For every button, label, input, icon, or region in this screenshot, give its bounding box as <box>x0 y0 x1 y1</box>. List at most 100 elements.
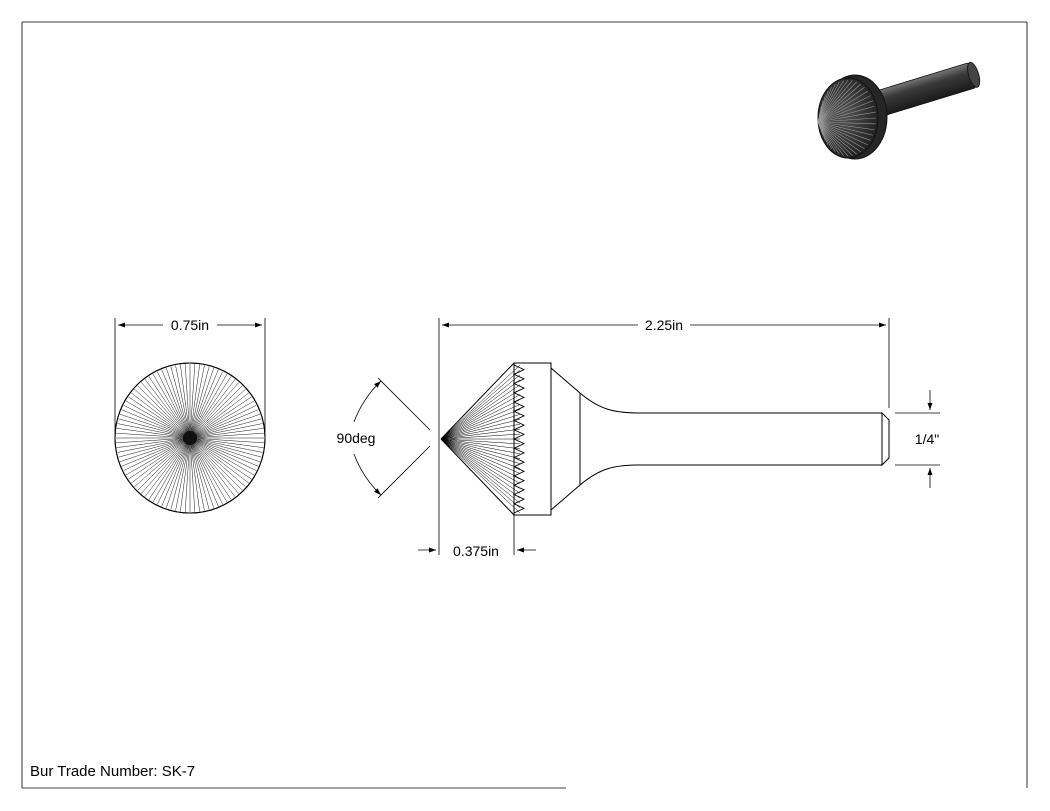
trade-number-title: Bur Trade Number: SK-7 <box>30 763 195 780</box>
head-length-label: 0.375in <box>453 543 499 559</box>
flute-line <box>440 409 521 440</box>
end-diameter-label: 0.75in <box>171 317 209 333</box>
flute-line <box>440 438 521 469</box>
flute-line <box>180 440 190 512</box>
flute-line <box>817 121 822 130</box>
flute-line <box>116 437 188 444</box>
flute-line <box>440 379 521 440</box>
flute-line <box>123 405 188 437</box>
flute-line <box>192 389 246 437</box>
flute-line <box>440 423 521 440</box>
flute-line <box>116 432 188 439</box>
flute-line <box>170 440 190 510</box>
flute-line <box>440 384 521 440</box>
flute-line <box>190 367 214 436</box>
flute-line <box>189 364 196 436</box>
flute-line <box>817 121 857 155</box>
flute-line <box>123 439 188 471</box>
flute-line <box>190 369 219 436</box>
flute-line <box>184 364 191 436</box>
flute-line <box>191 382 239 436</box>
flute-line <box>190 440 210 510</box>
flute-line <box>817 80 844 123</box>
flute-line <box>817 100 874 123</box>
flute-line <box>817 117 877 123</box>
flute-line <box>440 374 521 440</box>
flute-line <box>192 405 257 437</box>
flute-line <box>191 373 228 436</box>
flute-line <box>192 409 259 438</box>
flute-line <box>440 438 521 464</box>
flute-line <box>440 419 521 440</box>
flute-line <box>817 121 865 150</box>
flute-line <box>190 366 210 436</box>
flute-line <box>440 438 521 459</box>
flute-line <box>191 440 223 505</box>
flute-line <box>191 440 236 497</box>
flute-line <box>817 84 836 123</box>
flute-line <box>128 396 188 437</box>
flute-line <box>157 371 189 436</box>
flute-line <box>817 95 871 123</box>
flute-line <box>148 440 189 500</box>
flute-line <box>189 440 196 512</box>
flute-line <box>817 121 853 156</box>
flute-line <box>440 438 521 450</box>
flute-line <box>192 418 262 438</box>
flute-line <box>440 394 521 440</box>
flute-line <box>440 433 521 440</box>
flute-line <box>817 111 876 123</box>
flute-line <box>148 376 189 436</box>
flute-line <box>817 121 840 155</box>
flute-line <box>440 438 521 445</box>
flute-line <box>817 81 857 123</box>
flute-line <box>131 439 188 484</box>
flute-line <box>191 371 223 436</box>
isometric-flutes <box>817 79 877 157</box>
flute-line <box>184 440 191 512</box>
flute-line <box>166 440 190 509</box>
flute-line <box>192 439 255 476</box>
flute-line <box>134 389 188 437</box>
flute-line <box>440 399 521 440</box>
flute-line <box>141 440 189 494</box>
flute-line <box>192 396 252 437</box>
flute-line <box>817 121 836 153</box>
flute-line <box>817 121 871 141</box>
flute-line <box>192 438 264 448</box>
end-view-flutes <box>116 364 264 512</box>
flute-line <box>192 423 263 438</box>
flute-line <box>440 438 515 516</box>
flute-line <box>191 440 239 494</box>
end-view: 0.75in <box>114 317 266 514</box>
flute-line <box>119 438 188 462</box>
flute-line <box>137 385 189 437</box>
drawing-frame <box>21 21 1028 789</box>
shank-diameter-label: 1/4" <box>915 431 939 447</box>
flute-line <box>125 439 188 476</box>
flute-line <box>817 80 853 123</box>
cone-angle-label: 90deg <box>337 430 376 446</box>
flute-line <box>192 428 264 438</box>
flute-line <box>191 439 243 491</box>
flute-line <box>440 428 521 440</box>
flute-line <box>817 121 868 146</box>
flute-line <box>175 440 190 511</box>
side-view: 2.25in 90deg 0.375in 1/4" <box>337 317 940 559</box>
flute-line <box>180 364 190 436</box>
flute-line <box>817 81 840 123</box>
flute-line <box>117 423 188 438</box>
flute-line <box>440 438 521 504</box>
cone-flutes <box>440 362 521 516</box>
flute-line <box>192 439 252 480</box>
flute-line <box>144 379 189 436</box>
flute-line <box>440 369 521 440</box>
flute-line <box>817 121 844 156</box>
flute-line <box>190 364 200 436</box>
flute-line <box>440 404 521 440</box>
flute-line <box>440 362 515 440</box>
flute-line <box>192 439 257 471</box>
flute-line <box>817 105 875 123</box>
end-view-center <box>183 431 197 445</box>
flute-line <box>152 440 189 503</box>
